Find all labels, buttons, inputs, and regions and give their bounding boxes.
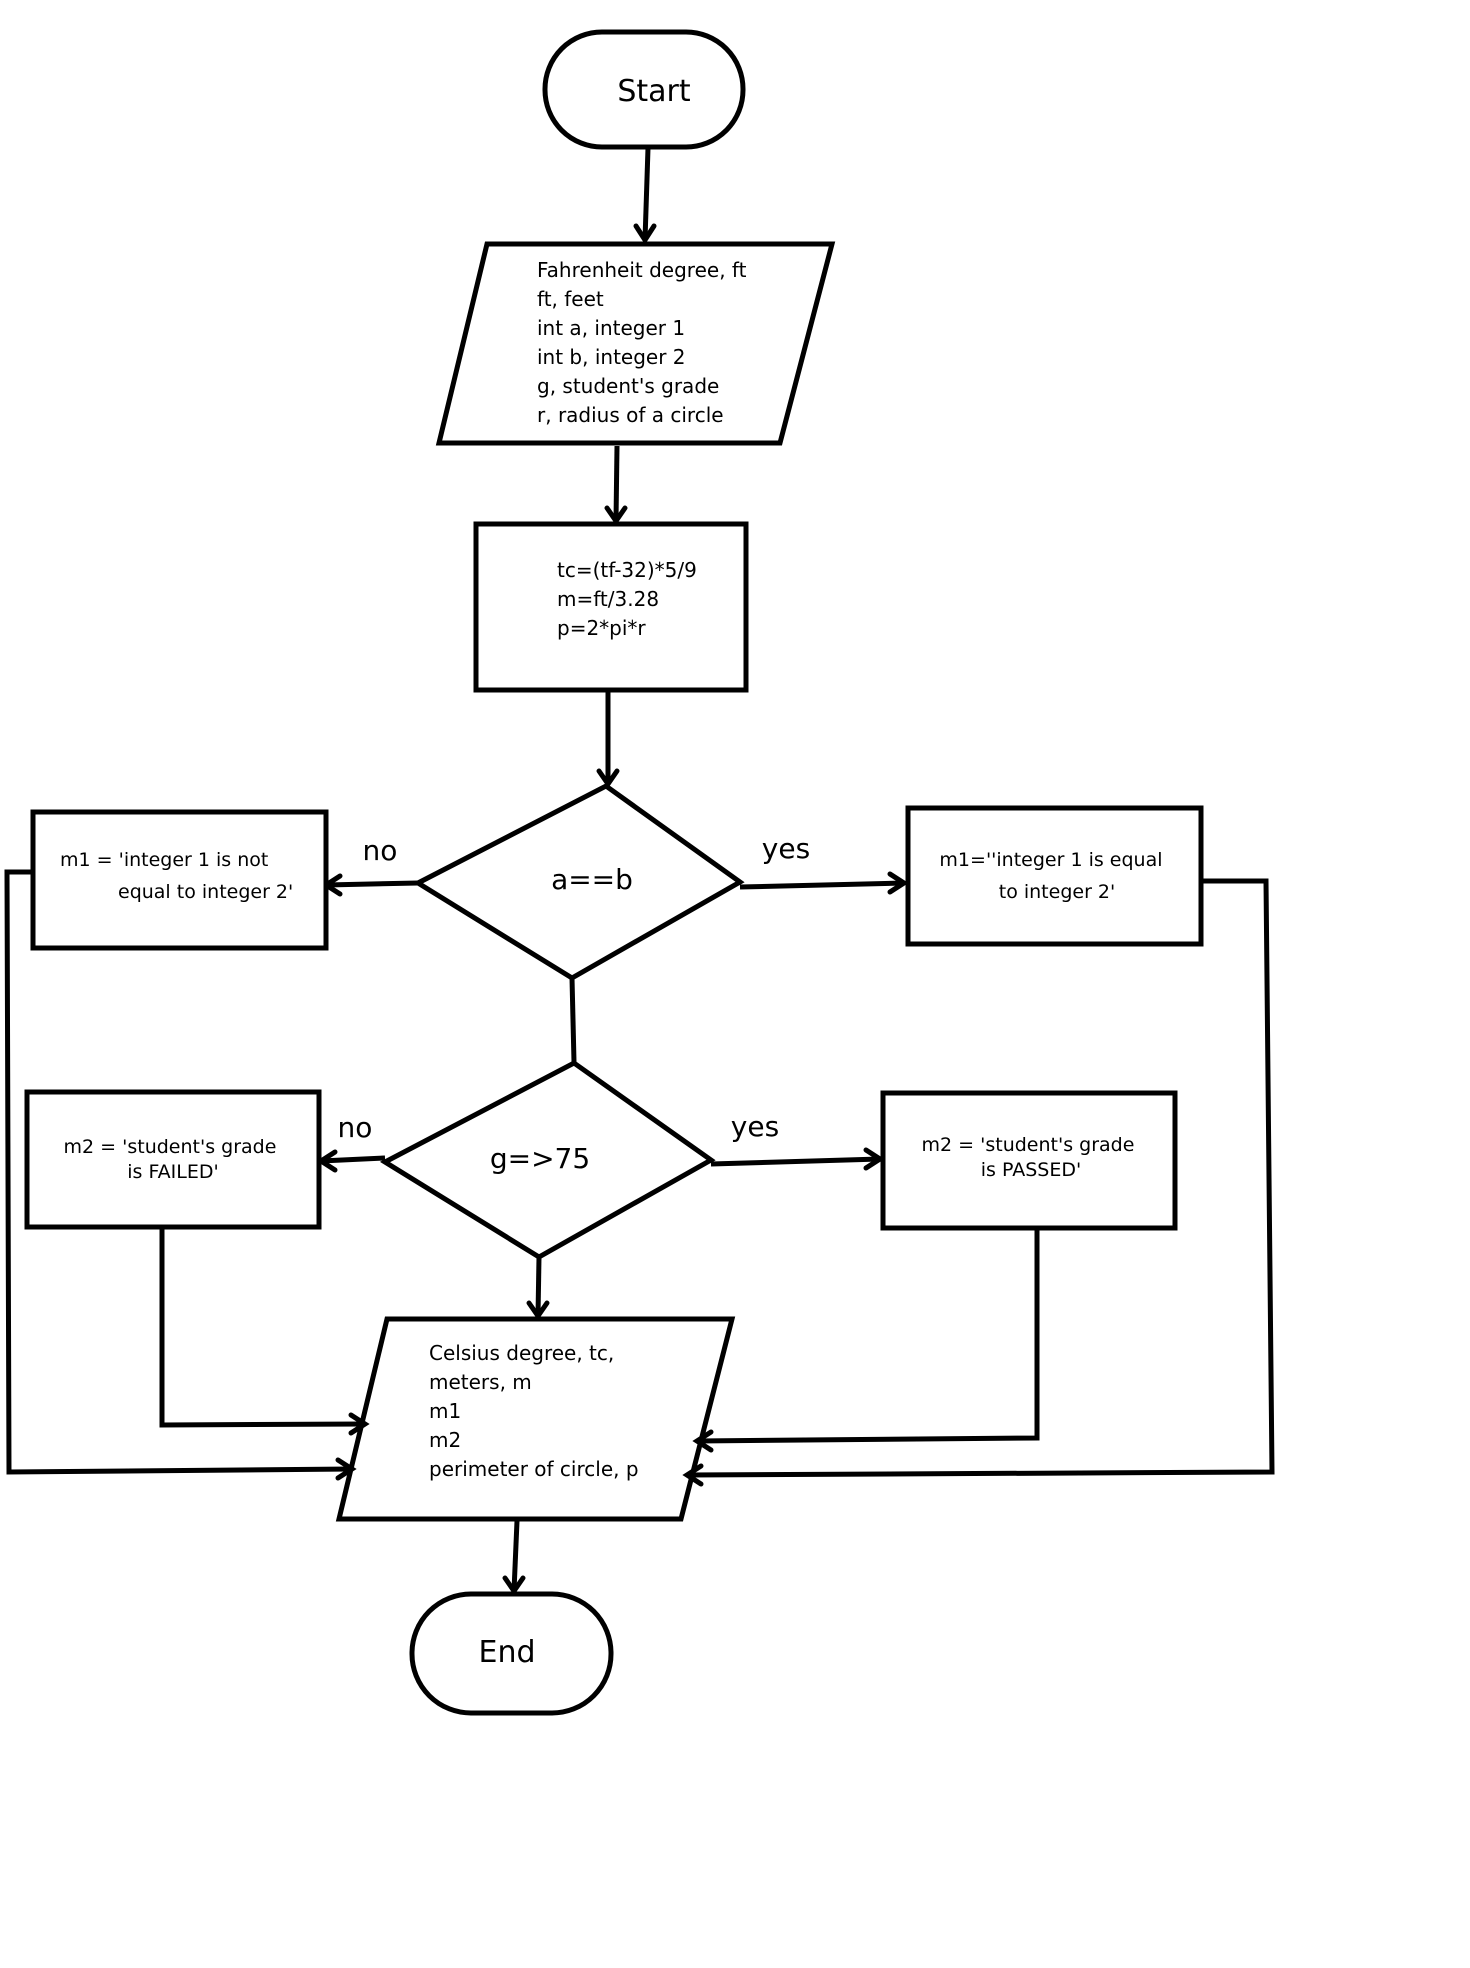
edge-m2-failed-output (159, 1228, 370, 1436)
edge-m2-passed-output (692, 1229, 1040, 1453)
output-lines: Celsius degree, tc, meters, m m1 m2 peri… (429, 1341, 639, 1481)
decision-grade-check: g=>75 (379, 1060, 716, 1260)
m1-not-equal-lines: m1 = 'integer 1 is not equal to integer … (60, 849, 293, 903)
decision-a-equals-b: a==b (412, 783, 745, 981)
m2-failed-box: m2 = 'student's grade is FAILED' (24, 1089, 322, 1230)
edge-decision1-no (321, 873, 419, 897)
m2-passed-box: m2 = 'student's grade is PASSED' (880, 1090, 1178, 1231)
input-parallelogram: Fahrenheit degree, ft ft, feet int a, in… (435, 241, 836, 446)
input-lines: Fahrenheit degree, ft ft, feet int a, in… (537, 258, 753, 427)
edge-decision2-no (316, 1149, 386, 1173)
m2-failed-lines: m2 = 'student's grade is FAILED' (64, 1136, 283, 1183)
edge-decision1-yes (739, 871, 909, 895)
edge-output-end (502, 1520, 526, 1596)
edge-decision2-yes (710, 1147, 885, 1171)
end-terminal: End (409, 1591, 614, 1716)
m1-equal-box: m1=''integer 1 is equal to integer 2' (905, 805, 1204, 947)
process-box: tc=(tf-32)*5/9 m=ft/3.28 p=2*pi*r (473, 521, 749, 693)
edge-decision2-output (526, 1256, 550, 1321)
m1-equal-lines: m1=''integer 1 is equal to integer 2' (939, 849, 1168, 903)
decision2-no-label: no (338, 1111, 373, 1144)
edge-decision1-decision2 (569, 977, 577, 1063)
edge-m1-not-equal-output (4, 869, 357, 1481)
m2-passed-lines: m2 = 'student's grade is PASSED' (922, 1134, 1141, 1181)
end-label: End (478, 1635, 535, 1670)
edge-m1-equal-output (682, 878, 1275, 1487)
process-lines: tc=(tf-32)*5/9 m=ft/3.28 p=2*pi*r (557, 558, 703, 640)
decision1-label: a==b (551, 863, 633, 896)
decision2-label: g=>75 (490, 1142, 590, 1175)
edge-process-decision1 (596, 692, 620, 789)
edge-input-process (604, 445, 628, 526)
decision2-yes-label: yes (731, 1110, 779, 1143)
m1-not-equal-box: m1 = 'integer 1 is not equal to integer … (30, 809, 329, 951)
output-parallelogram: Celsius degree, tc, meters, m m1 m2 peri… (335, 1316, 736, 1522)
decision1-yes-label: yes (762, 832, 810, 865)
start-terminal: Start (542, 29, 746, 150)
decision1-no-label: no (363, 834, 398, 867)
edge-start-input (633, 147, 657, 245)
start-label: Start (617, 74, 691, 109)
